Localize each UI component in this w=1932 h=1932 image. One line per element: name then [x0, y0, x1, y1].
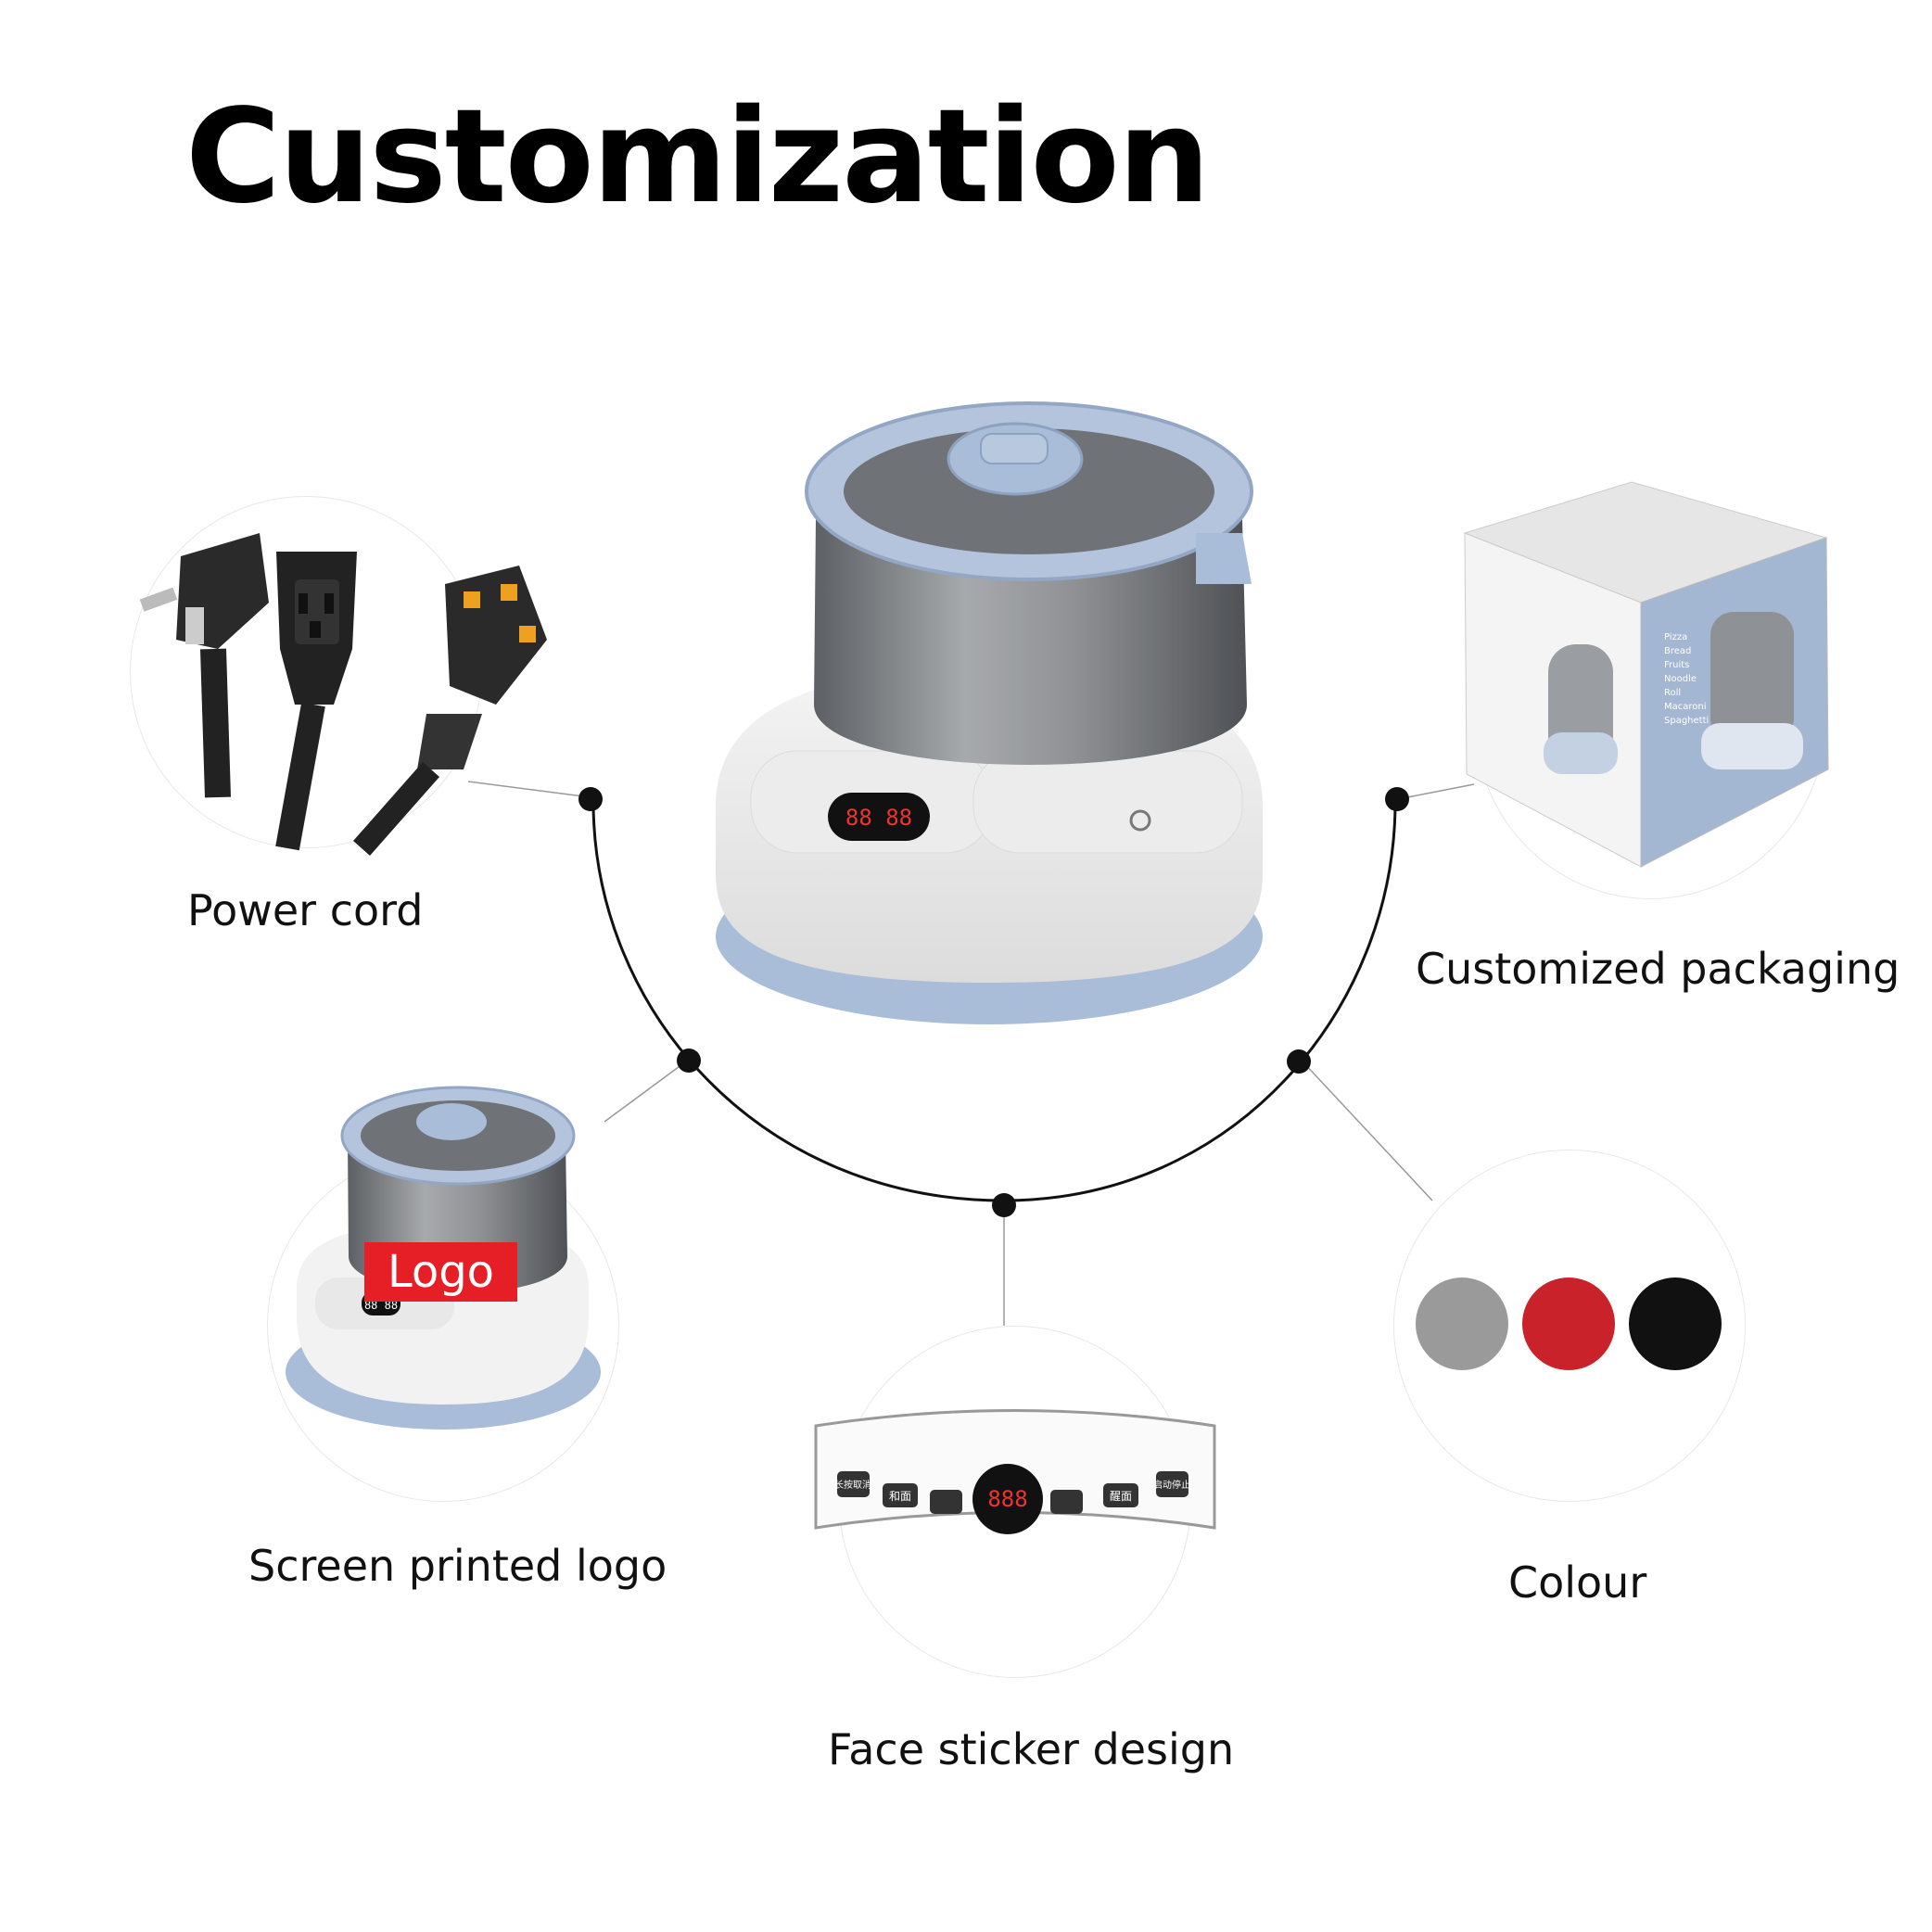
- connector-line-logo: [604, 1061, 687, 1123]
- svg-text:88 88: 88 88: [364, 1299, 398, 1312]
- svg-text:Roll: Roll: [1664, 688, 1681, 698]
- node-dot-power-cord: [578, 787, 603, 811]
- svg-text:Bread: Bread: [1664, 646, 1691, 656]
- svg-text:Pizza: Pizza: [1664, 632, 1687, 642]
- label-colour: Colour: [1508, 1557, 1647, 1608]
- node-dot-colour: [1287, 1049, 1311, 1074]
- connector-line-packaging: [1397, 783, 1475, 800]
- colour-swatch-red: [1522, 1277, 1615, 1370]
- svg-text:888: 888: [987, 1486, 1027, 1512]
- page-title: Customization: [185, 82, 1210, 233]
- logo-tag: Logo: [364, 1242, 517, 1302]
- colour-swatch-grey: [1416, 1277, 1508, 1370]
- node-dot-logo: [677, 1049, 701, 1073]
- svg-text:启动停止: 启动停止: [1153, 1479, 1190, 1491]
- svg-text:长按取消: 长按取消: [834, 1479, 871, 1491]
- svg-text:Spaghetti: Spaghetti: [1664, 716, 1709, 726]
- connector-line-colour: [1302, 1061, 1433, 1201]
- node-dot-sticker: [992, 1193, 1016, 1217]
- label-power-cord: Power cord: [187, 885, 424, 935]
- svg-text:Macaroni: Macaroni: [1664, 702, 1707, 712]
- connector-line-power-cord: [467, 781, 591, 798]
- timer-icon: [1129, 809, 1151, 832]
- label-packaging: Customized packaging: [1416, 944, 1900, 994]
- label-logo: Screen printed logo: [248, 1541, 667, 1591]
- svg-text:88 88: 88 88: [845, 805, 912, 831]
- colour-circle: [1393, 1150, 1746, 1502]
- node-dot-packaging: [1385, 787, 1409, 811]
- svg-text:Fruits: Fruits: [1664, 660, 1689, 670]
- svg-text:和面: 和面: [889, 1490, 911, 1503]
- colour-swatch-black: [1629, 1277, 1722, 1370]
- label-sticker: Face sticker design: [828, 1724, 1235, 1774]
- svg-text:醒面: 醒面: [1110, 1490, 1132, 1503]
- svg-text:Noodle: Noodle: [1664, 674, 1697, 684]
